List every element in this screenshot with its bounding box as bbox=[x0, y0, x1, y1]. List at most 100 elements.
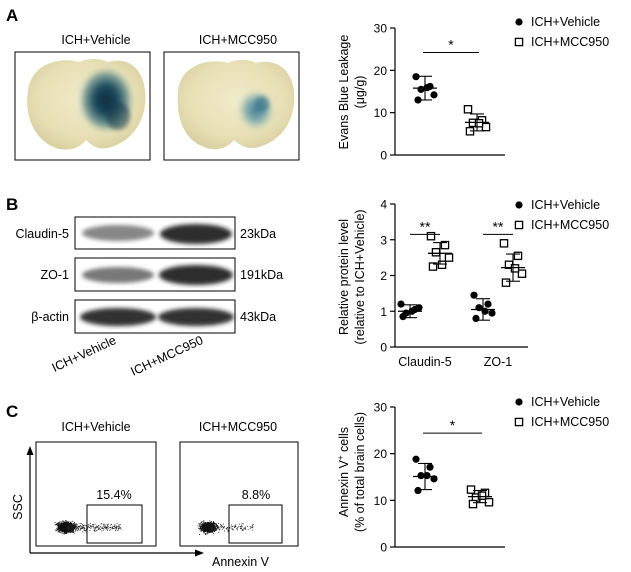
flow-dot bbox=[216, 525, 217, 527]
flow-dot bbox=[82, 524, 83, 526]
flow-dot bbox=[203, 523, 205, 524]
flow-dot bbox=[64, 531, 66, 533]
flow-dot bbox=[66, 523, 68, 525]
flow-dot bbox=[224, 530, 225, 532]
flow-dot bbox=[78, 528, 79, 530]
flow-dot bbox=[210, 523, 212, 525]
flow-dot bbox=[65, 531, 67, 533]
flow-dot bbox=[207, 522, 209, 524]
flow-dot bbox=[106, 528, 108, 530]
flow-dot bbox=[73, 523, 75, 525]
flow-dot bbox=[114, 527, 115, 529]
flow-dot bbox=[69, 524, 71, 526]
flow-dot bbox=[207, 529, 209, 531]
chart-c-ylabel: Annexin V+ cells (% of total brain cells… bbox=[336, 412, 367, 532]
legend-marker bbox=[515, 398, 523, 406]
flow-dot bbox=[82, 525, 84, 527]
flow-dot bbox=[203, 521, 205, 523]
flow-dot bbox=[202, 529, 203, 531]
flow-dot bbox=[65, 533, 67, 534]
flow-dot bbox=[60, 523, 62, 525]
flow-dot bbox=[58, 523, 60, 524]
flow-dot bbox=[205, 529, 207, 531]
flow-dot bbox=[94, 529, 96, 530]
flow-y-axis-label: SSC bbox=[11, 494, 25, 520]
flow-dot bbox=[203, 532, 205, 534]
flow-dot bbox=[69, 526, 71, 528]
flow-dot bbox=[58, 530, 60, 532]
flow-dot bbox=[223, 526, 225, 527]
flow-dot bbox=[203, 525, 205, 527]
flow-dot bbox=[63, 523, 64, 525]
data-point bbox=[468, 499, 478, 509]
flow-dot bbox=[70, 532, 72, 533]
flow-dot bbox=[110, 526, 112, 528]
chart-a-ylabel: Evans Blue Leakage (μg/g) bbox=[337, 35, 367, 150]
flow-dot bbox=[71, 524, 73, 525]
flow-dot bbox=[238, 526, 240, 527]
flow-dot bbox=[66, 532, 68, 534]
flow-dot bbox=[209, 524, 210, 526]
flow-dot bbox=[61, 524, 63, 526]
flow-dot bbox=[82, 526, 84, 528]
flow-dot bbox=[237, 527, 239, 528]
flow-dot bbox=[204, 526, 206, 528]
flow-dot bbox=[118, 525, 120, 527]
flow-dot bbox=[236, 528, 238, 529]
flow-dot bbox=[63, 529, 65, 531]
flow-dot bbox=[201, 521, 202, 523]
flow-dot bbox=[242, 523, 244, 525]
flow-dot bbox=[201, 529, 203, 531]
legend-marker bbox=[514, 220, 524, 230]
flow-dot bbox=[72, 526, 74, 528]
flow-dot bbox=[106, 526, 108, 528]
flow-dot bbox=[70, 522, 72, 524]
flow-dot bbox=[115, 528, 117, 530]
flow-dot bbox=[107, 526, 109, 528]
data-point bbox=[426, 231, 436, 241]
significance-label: * bbox=[450, 417, 456, 433]
flow-dot bbox=[204, 527, 206, 528]
flow-dot bbox=[232, 528, 234, 530]
flow-dot bbox=[211, 524, 213, 526]
flow-dot bbox=[203, 526, 205, 528]
flow-dot bbox=[202, 527, 204, 529]
flow-dot bbox=[75, 529, 77, 530]
image-label-mcc950: ICH+MCC950 bbox=[199, 33, 277, 47]
flow-dot bbox=[205, 523, 206, 525]
flow-dot bbox=[206, 525, 208, 527]
flow-dot bbox=[63, 522, 64, 524]
flow-dot bbox=[212, 526, 214, 528]
flow-dot bbox=[210, 522, 212, 523]
flow-dot bbox=[226, 528, 228, 530]
flow-dot bbox=[79, 526, 80, 528]
flow-dot bbox=[232, 529, 234, 530]
flow-dot bbox=[197, 525, 199, 527]
flow-dot bbox=[56, 528, 58, 530]
flow-dot bbox=[80, 525, 81, 527]
y-tick-label: 30 bbox=[374, 22, 388, 36]
flow-dot bbox=[213, 521, 214, 522]
blot-row-claudin5 bbox=[74, 216, 236, 250]
flow-dot bbox=[112, 527, 113, 528]
flow-dot bbox=[87, 524, 89, 526]
flow-dot bbox=[243, 529, 245, 531]
flow-dot bbox=[206, 526, 207, 528]
legend-marker bbox=[514, 417, 524, 427]
flow-dot bbox=[241, 525, 243, 527]
flow-dot bbox=[203, 522, 205, 523]
flow-dot bbox=[62, 530, 63, 532]
flow-dot bbox=[201, 524, 203, 526]
flow-axes bbox=[26, 446, 204, 557]
flow-dot bbox=[211, 528, 213, 529]
flow-dot bbox=[205, 528, 207, 530]
flow-dot bbox=[83, 524, 84, 526]
flow-dot bbox=[104, 524, 106, 526]
flow-dot bbox=[57, 523, 59, 525]
flow-dot bbox=[66, 531, 68, 533]
flow-dot bbox=[209, 529, 211, 531]
flow-dot bbox=[57, 522, 59, 524]
flow-dot bbox=[65, 525, 66, 526]
flow-dot bbox=[61, 530, 63, 531]
flow-dot bbox=[82, 527, 84, 529]
